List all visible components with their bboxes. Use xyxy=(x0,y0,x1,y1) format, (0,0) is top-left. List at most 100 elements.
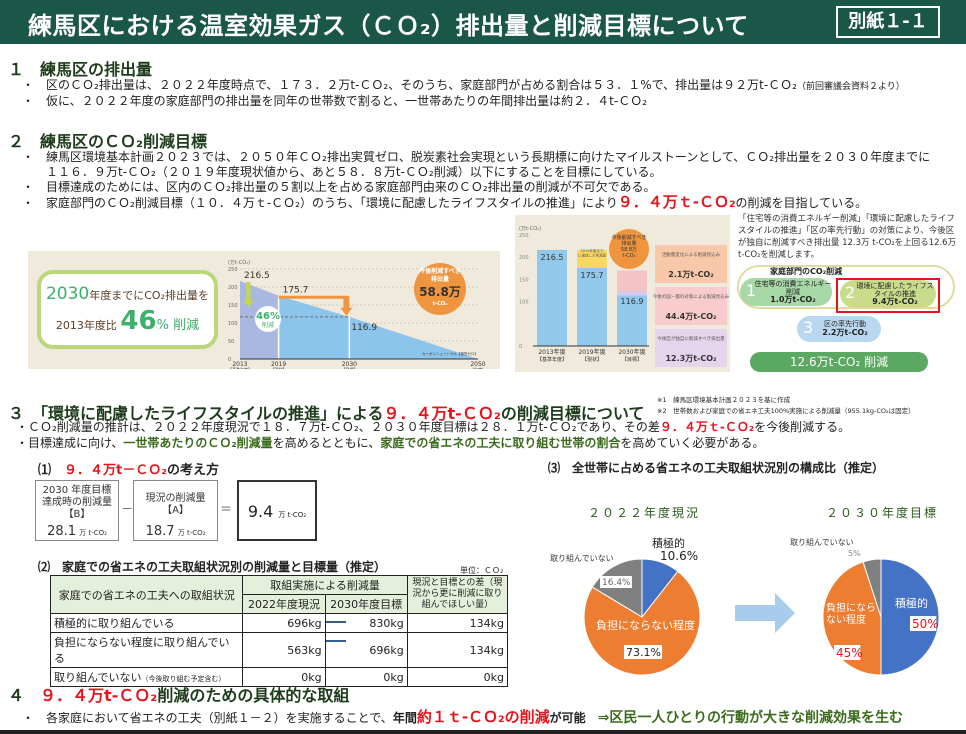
text: ・目標達成に向け、 xyxy=(16,436,124,450)
equals-sign: ＝ xyxy=(220,502,233,516)
section-4-heading: ４ ９．４万t-ＣＯ₂削減のための具体的な取組 xyxy=(8,682,349,706)
text: 練馬区環境基本計画２０２３では、２０５０年ＣＯ₂排出実質ゼロ、脱炭素社会実現とい… xyxy=(46,150,931,164)
col-header: 2022年度現況 xyxy=(242,594,326,614)
s2-bullet-2: ・ 目標達成のためには、区内のＣＯ₂排出量の５割以上を占める家庭部門由来のＣＯ₂… xyxy=(22,180,656,194)
slice-value: 5% xyxy=(848,549,861,558)
page-title: 練馬区における温室効果ガス（ＣＯ₂）排出量と削減目標について xyxy=(28,12,749,40)
y-tick-label: 200 xyxy=(228,285,238,291)
callout-bubble xyxy=(414,263,466,315)
s3-bullet-2: ・目標達成に向け、一世帯あたりのＣＯ₂削減量を高めるとともに、家庭での省エネの工… xyxy=(16,436,764,451)
num: ⑴ xyxy=(38,463,52,478)
reduction-bar-chart: (万t-CO₂)2502001501000活動量変化による削減見込み2.1万t-… xyxy=(519,226,730,367)
unit: 万 t-CO₂ xyxy=(278,511,307,519)
slice-value: 50% xyxy=(912,617,939,631)
unit: 万 t-CO₂ xyxy=(177,529,206,537)
breakdown-label: 今後の国・都の対策による削減見込み xyxy=(653,293,730,300)
cell: 696kg xyxy=(242,613,326,633)
unit-label: 単位：ＣＯ₂ xyxy=(460,566,504,575)
text: が可能 xyxy=(549,711,586,725)
y-tick-label: 250 xyxy=(228,267,238,273)
x-tick-sub: 【目標】 xyxy=(341,366,357,369)
text: を今後削減する。 xyxy=(754,420,851,434)
text: 目標達成のためには、区内のＣＯ₂排出量の５割以上を占める家庭部門由来のＣＯ₂排出… xyxy=(46,180,656,194)
value-box xyxy=(910,616,937,631)
carbon-neutral-label: カーボンニュートラル【実質ゼロ】 xyxy=(422,351,478,356)
value: 9.4 xyxy=(247,502,274,521)
col-header: 取組実施による削減量 xyxy=(242,575,408,595)
s1-bullet-1: ・ 区のＣＯ₂排出量は、２０２２年度時点で、１７３．２万t-ＣＯ₂、そのうち、家… xyxy=(22,78,905,92)
household-frame xyxy=(737,265,955,309)
bar-sublabel: 【基準年度】 xyxy=(537,356,567,363)
col-header: 2030年度目標 xyxy=(324,594,408,614)
target-figure: 2030年度までにCO₂排出量を 2013年度比 46% 削減 (万t-CO₂)… xyxy=(28,251,500,369)
y-tick-label: 150 xyxy=(228,303,238,309)
text: 46 xyxy=(120,306,157,336)
x-tick-label: 2019 xyxy=(271,361,286,368)
down-arrow-icon xyxy=(278,295,353,316)
breakdown-value: 12.3万t-CO₂ xyxy=(665,354,717,363)
col-header: 現況と目標との差（現況から更に削減に取り組んでほしい量） xyxy=(406,575,509,614)
pie-title-2022: ２０２２年度現況 xyxy=(588,506,701,520)
highlight: ９．４万t-ＣＯ₂ xyxy=(40,686,158,705)
bar-label: 2030年度 xyxy=(618,348,645,356)
result-box: 9.4 万 t-CO₂ xyxy=(237,480,317,541)
text: % 削減 xyxy=(156,318,200,333)
cell: 負担にならない程度に取り組んでいる xyxy=(49,632,244,668)
slice-value: 45% xyxy=(836,646,863,660)
bar xyxy=(537,249,567,346)
num: 2 xyxy=(845,283,856,302)
x-tick-sub: (年度) xyxy=(472,366,484,369)
breakdown-label: 活動量変化による削減見込み xyxy=(662,251,721,258)
label: 環境に配慮したライフスタイルの推進 xyxy=(856,282,934,298)
callout-text: t-CO₂ xyxy=(433,301,448,307)
s2-bullet-3: ・ 家庭部門のＣＯ₂削減目標（１０．４万ｔ-ＣＯ₂）のうち、「環境に配慮したライ… xyxy=(22,193,868,211)
text: １１６．９万t-ＣＯ₂（２０１９年度現状値から、あと５８．８万t-ＣＯ₂削減）以… xyxy=(46,165,662,179)
value-box xyxy=(624,645,663,659)
bar-value: 116.9 xyxy=(621,297,644,306)
arrow-icon xyxy=(325,640,346,642)
target-box: 2030年度までにCO₂排出量を 2013年度比 46% 削減 xyxy=(37,270,218,349)
bar-label: 2013年度 xyxy=(538,348,565,356)
text: 2013年度比 xyxy=(55,319,117,332)
slice-label: 負担にならない程度 xyxy=(826,602,876,626)
note: 2019年度までに達成した削減量 xyxy=(578,248,606,258)
text: ・ＣＯ₂削減量の推計は、２０２２年度現況で１８．７万t-ＣＯ₂、２０３０年度目標… xyxy=(16,420,660,434)
s1-bullet-2: ・ 仮に、２０２２年度の家庭部門の排出量を同年の世帯数で割ると、一世帯あたりの年… xyxy=(22,94,648,108)
y-unit: (万t-CO₂) xyxy=(228,260,250,266)
box-b: 2030 年度目標達成時の削減量【B】28.1 万 t-CO₂ xyxy=(35,480,119,541)
highlight: 約１ｔ-ＣＯ₂の削減 xyxy=(416,708,550,726)
cell: 0kg xyxy=(324,667,408,687)
s3-bullet-1: ・ＣＯ₂削減量の推計は、２０２２年度現況で１８．７万t-ＣＯ₂、２０３０年度目標… xyxy=(16,420,850,435)
cell: 積極的に取り組んでいる xyxy=(49,613,244,633)
pie-slice xyxy=(583,570,701,675)
data-label: 175.7 xyxy=(283,286,309,296)
callout-text: 58.8万 xyxy=(419,285,461,299)
cell: 830kg xyxy=(324,613,408,633)
cell: 134kg xyxy=(406,613,509,633)
text: 2030 xyxy=(45,284,90,304)
text: 仮に、２０２２年度の家庭部門の排出量を同年の世帯数で割ると、一世帯あたりの年間排… xyxy=(46,94,648,108)
bar xyxy=(617,294,647,346)
col-header: 家庭での省エネの工夫への取組状況 xyxy=(49,575,244,614)
text: の考え方 xyxy=(166,463,219,478)
slice-label: 積極的 xyxy=(652,536,685,550)
note-2: ※2 世帯数および家庭での省エネ工夫100%実施による削減量（955.1kg-C… xyxy=(657,407,915,415)
breakdown-box xyxy=(655,245,727,283)
bubble-text: 削減 xyxy=(262,321,274,329)
callout-text: 排出量 xyxy=(431,275,449,283)
num: 3 xyxy=(803,318,814,337)
label: 住宅等の消費エネルギー削減 xyxy=(754,280,832,296)
value: 2.2万t-CO₂ xyxy=(822,328,868,337)
y-tick-label: 150 xyxy=(519,277,529,283)
s4-bullet: ・ 各家庭において省エネの工夫（別紙１－２）を実施することで、年間約１ｔ-ＣＯ₂… xyxy=(22,710,903,726)
bar-label: 2019年度 xyxy=(578,348,605,356)
minus-sign: － xyxy=(121,502,134,516)
highlight: ９．４万ｔ-ＣＯ₂ xyxy=(659,420,755,434)
x-tick-label: 2050 xyxy=(470,361,485,368)
breakdown-value: 44.4万t-CO₂ xyxy=(665,312,717,321)
